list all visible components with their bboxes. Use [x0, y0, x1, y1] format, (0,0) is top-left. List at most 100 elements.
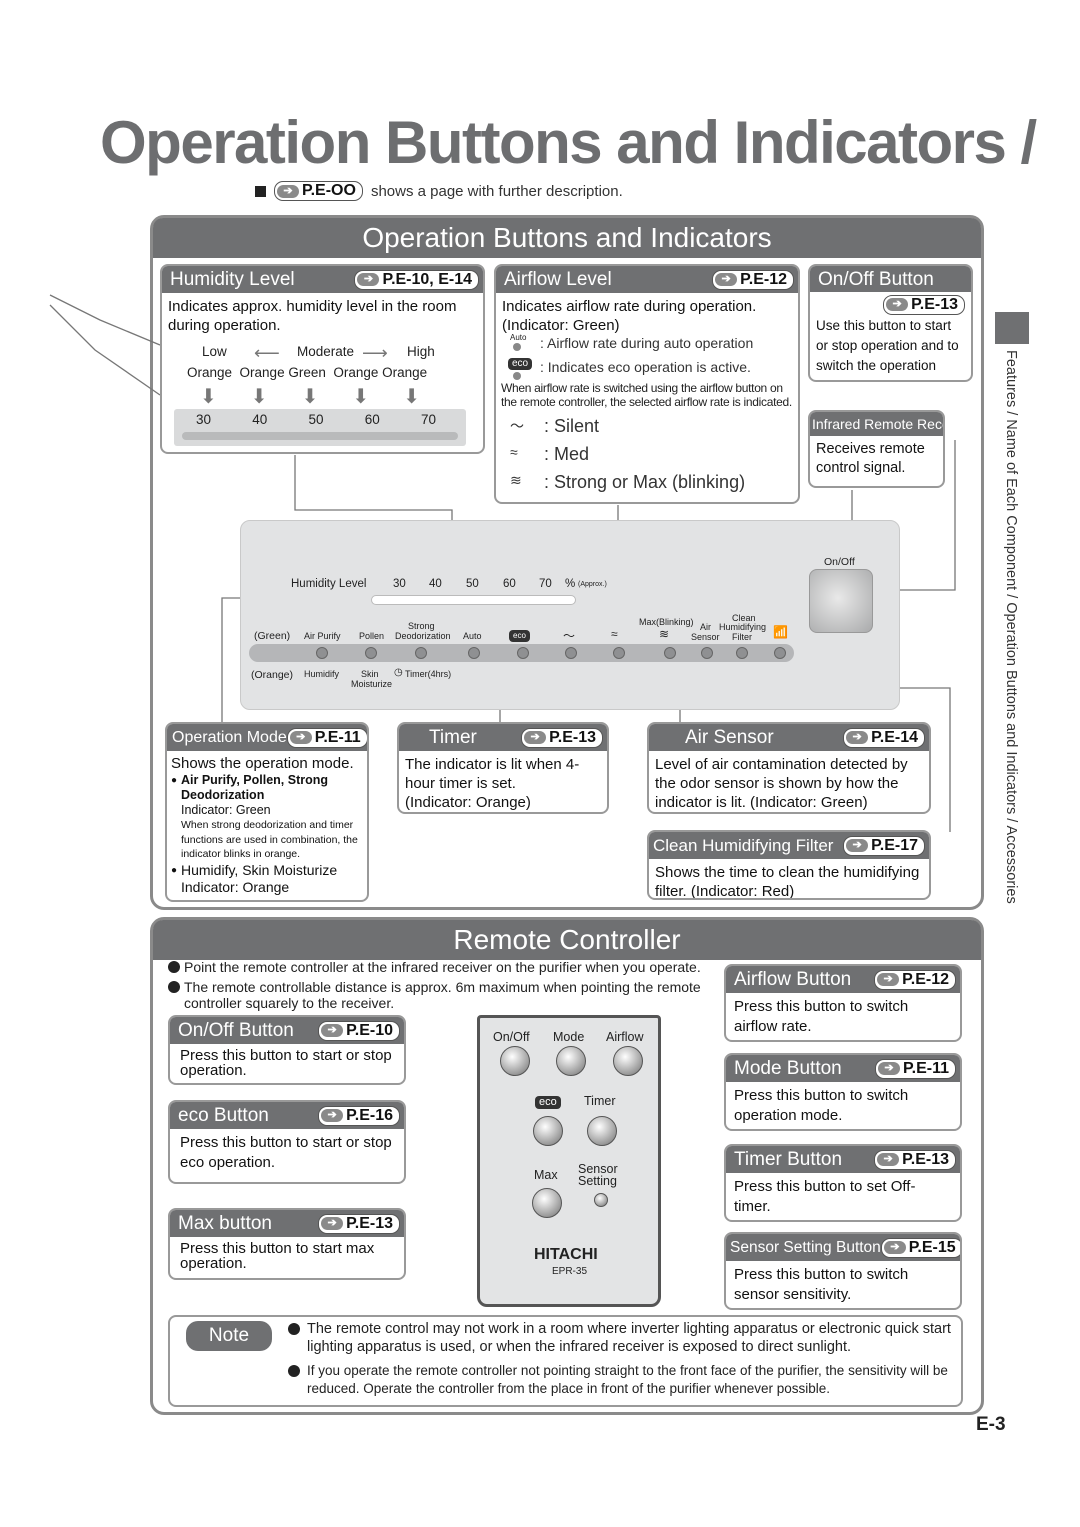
- operation-mode-box: Operation Mode➔P.E-11 Shows the operatio…: [165, 722, 369, 902]
- silent-label: : Silent: [544, 416, 600, 436]
- remote-max-button[interactable]: [532, 1188, 562, 1218]
- high-label: High: [407, 344, 435, 359]
- remote-panel-heading: Remote Controller: [153, 920, 981, 960]
- led-air-sensor: [701, 647, 713, 659]
- remote-timer-title: Timer Button: [734, 1149, 843, 1170]
- eco-text: : Indicates eco operation is active.: [540, 359, 751, 375]
- humidity-desc: Indicates approx. humidity level in the …: [168, 298, 457, 334]
- scale-value: 60: [364, 412, 380, 427]
- ref-badge: ➔P.E-16: [318, 1105, 400, 1126]
- remote-sensor-title: Sensor Setting Button: [730, 1239, 881, 1256]
- air-sensor-title: Air Sensor: [685, 727, 774, 748]
- ref-badge: ➔P.E-13: [521, 727, 603, 748]
- bullet-icon: [288, 1323, 300, 1335]
- bullet-icon: ●: [171, 775, 178, 786]
- ref-badge: ➔P.E-17: [843, 835, 925, 856]
- remote-onoff-button[interactable]: [500, 1046, 530, 1076]
- arrow-icon: ➔: [715, 273, 738, 286]
- humidity-title: Humidity Level: [170, 269, 295, 290]
- receiver-box: Infrared Remote Receiver Receives remote…: [808, 410, 945, 488]
- remote-airflow-button[interactable]: [613, 1046, 643, 1076]
- airflow-desc: Indicates airflow rate during operation.…: [502, 298, 757, 334]
- led-icon: [513, 343, 521, 351]
- remote-timer-box: Timer Button➔P.E-13 Press this button to…: [724, 1144, 962, 1222]
- led-pollen: [365, 647, 377, 659]
- device-humidity-bar: [371, 595, 576, 605]
- down-arrow-icon: ⬇: [352, 386, 370, 408]
- brand-logo: HITACHI: [534, 1246, 598, 1263]
- ref-badge: ➔P.E-13: [318, 1213, 400, 1234]
- led-strong-deodorization: [415, 647, 427, 659]
- color-label: Orange: [187, 365, 233, 380]
- ref-badge: ➔P.E-15: [880, 1237, 960, 1258]
- timer-title: Timer: [429, 727, 477, 748]
- square-bullet-icon: [255, 185, 266, 197]
- timer-indicator: (Indicator: Orange): [405, 794, 531, 811]
- remote-eco-desc: Press this button to start or stop eco o…: [180, 1134, 392, 1171]
- scale-value: 40: [252, 412, 268, 427]
- remote-eco-button[interactable]: [533, 1116, 563, 1146]
- arrow-icon: ➔: [524, 731, 547, 744]
- humidity-bar: [182, 432, 458, 440]
- scale-value: 50: [308, 412, 324, 427]
- page-title: Operation Buttons and Indicators /: [100, 109, 1037, 176]
- med-icon: ≈: [611, 627, 618, 641]
- arrow-icon: ➔: [289, 731, 312, 744]
- bullet-icon: [288, 1365, 300, 1377]
- arrow-icon: ➔: [877, 1153, 900, 1166]
- arrow-left-icon: ⟵: [254, 343, 280, 363]
- remote-timer-button[interactable]: [587, 1116, 617, 1146]
- bullet-icon: [168, 961, 180, 973]
- remote-airflow-desc: Press this button to switch airflow rate…: [734, 998, 909, 1035]
- mode-group1: Air Purify, Pollen, Strong Deodorization: [181, 773, 329, 802]
- remote-sensor-desc: Press this button to switch sensor sensi…: [734, 1266, 909, 1303]
- mode-group2: Humidify, Skin Moisturize: [181, 861, 338, 878]
- remote-max-desc: Press this button to start max operation…: [180, 1240, 375, 1272]
- arrow-icon: ➔: [878, 1062, 901, 1075]
- onoff-box: On/Off Button ➔P.E-13 Use this button to…: [808, 264, 973, 382]
- silent-icon: 〜: [563, 629, 576, 643]
- arrow-right-icon: ⟶: [362, 343, 388, 363]
- wifi-signal-icon: 📶: [773, 625, 788, 639]
- remote-sensor-box: Sensor Setting Button➔P.E-15 Press this …: [724, 1232, 962, 1310]
- arrow-icon: ➔: [321, 1217, 344, 1230]
- moderate-label: Moderate: [297, 344, 355, 359]
- led-eco: [517, 647, 529, 659]
- led-med: [613, 647, 625, 659]
- low-label: Low: [202, 344, 227, 359]
- page-number: E-3: [976, 1414, 1006, 1435]
- down-arrow-icon: ⬇: [403, 386, 420, 408]
- med-label: : Med: [544, 444, 590, 464]
- timer-desc: The indicator is lit when 4-hour timer i…: [405, 756, 580, 792]
- led-strong: [664, 647, 676, 659]
- led-silent: [565, 647, 577, 659]
- arrow-icon: ➔: [846, 731, 869, 744]
- ref-badge: ➔P.E-OO: [274, 181, 363, 201]
- legend-text: shows a page with further description.: [370, 182, 623, 200]
- operation-panel-heading: Operation Buttons and Indicators: [153, 218, 981, 258]
- strong-icon: ≋: [659, 627, 670, 641]
- ref-badge: ➔P.E-10, E-14: [354, 269, 479, 290]
- airflow-note: When airflow rate is switched using the …: [501, 381, 792, 409]
- timer-box: Timer ➔P.E-13 The indicator is lit when 4…: [397, 722, 609, 814]
- remote-onoff-desc: Press this button to start or stop opera…: [180, 1047, 392, 1079]
- arrow-icon: ➔: [321, 1024, 344, 1037]
- remote-mode-title: Mode Button: [734, 1058, 842, 1079]
- remote-eco-title: eco Button: [178, 1105, 269, 1126]
- color-label: Orange Orange: [333, 365, 428, 380]
- onoff-button[interactable]: [809, 569, 873, 633]
- ref-badge: ➔P.E-10: [318, 1020, 400, 1041]
- med-icon: ≈: [510, 444, 518, 460]
- arrow-icon: ➔: [357, 273, 380, 286]
- mode-title: Operation Mode: [172, 729, 287, 746]
- humidity-scale: 30 40 50 60 70: [174, 409, 466, 446]
- remote-sensor-button[interactable]: [594, 1193, 608, 1207]
- note-content: The remote control may not work in a roo…: [288, 1320, 953, 1398]
- remote-mode-desc: Press this button to switch operation mo…: [734, 1087, 909, 1124]
- remote-mode-button[interactable]: [556, 1046, 586, 1076]
- auto-text: : Airflow rate during auto operation: [540, 335, 754, 351]
- ref-badge: ➔P.E-14: [843, 727, 925, 748]
- down-arrows: ⬇⬇⬇⬇⬇: [200, 384, 420, 409]
- section-tab: [995, 312, 1029, 344]
- purifier-control-panel: Humidity Level 30 40 50 60 70 % (Approx.…: [240, 520, 900, 710]
